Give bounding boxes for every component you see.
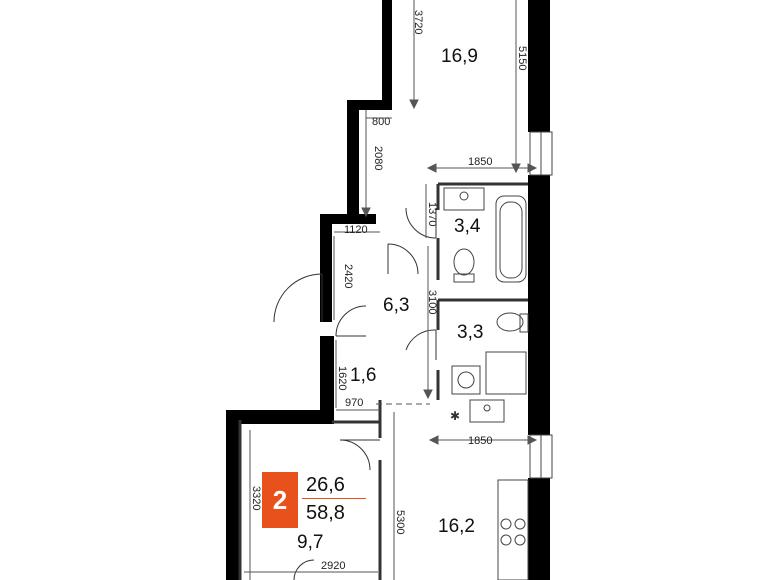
room-area-bath2: 3,3 [457,322,484,343]
room-area-hall: 6,3 [383,295,410,316]
living-area: 26,6 [302,472,366,499]
room-area-bedroom: 9,7 [297,532,324,553]
dim-2920: 2920 [321,560,346,572]
dim-2420: 2420 [342,264,354,289]
sink-icon-2 [469,399,505,423]
dim-3720: 3720 [412,10,424,35]
toilet-icon-2 [496,312,524,332]
dim-2080: 2080 [372,146,384,171]
dim-5300: 5300 [394,510,406,535]
dim-1120: 1120 [344,224,368,236]
dim-1370: 1370 [426,202,438,227]
exterior-walls [226,0,550,580]
dimension-lines [244,0,538,580]
partitions [238,182,528,580]
apartment-summary-badge: 2 26,6 58,8 [262,472,366,528]
room-area-living-top: 16,9 [441,46,478,67]
svg-text:✱: ✱ [450,409,460,423]
fixtures [443,187,529,580]
dim-1850-bottom: 1850 [468,435,493,447]
bathtub-icon [495,195,527,283]
kitchen-counter [497,479,529,580]
toilet-icon [453,248,475,276]
dim-1850-top: 1850 [468,156,493,168]
dim-5150: 5150 [516,46,528,71]
room-area-kitchen: 16,2 [438,516,475,537]
dim-800: 800 [372,116,391,128]
room-area-bath1: 3,4 [454,216,481,237]
total-area: 58,8 [306,502,345,524]
sink-icon [443,187,485,211]
dim-970: 970 [345,397,364,409]
rooms-count: 2 [262,472,298,528]
dim-3320: 3320 [250,486,262,511]
shower-icon [485,351,527,395]
dim-1620: 1620 [336,366,348,391]
room-area-closet: 1,6 [350,365,377,386]
doors [273,207,437,580]
washer-icon [451,365,481,395]
dim-3100: 3100 [426,290,438,315]
